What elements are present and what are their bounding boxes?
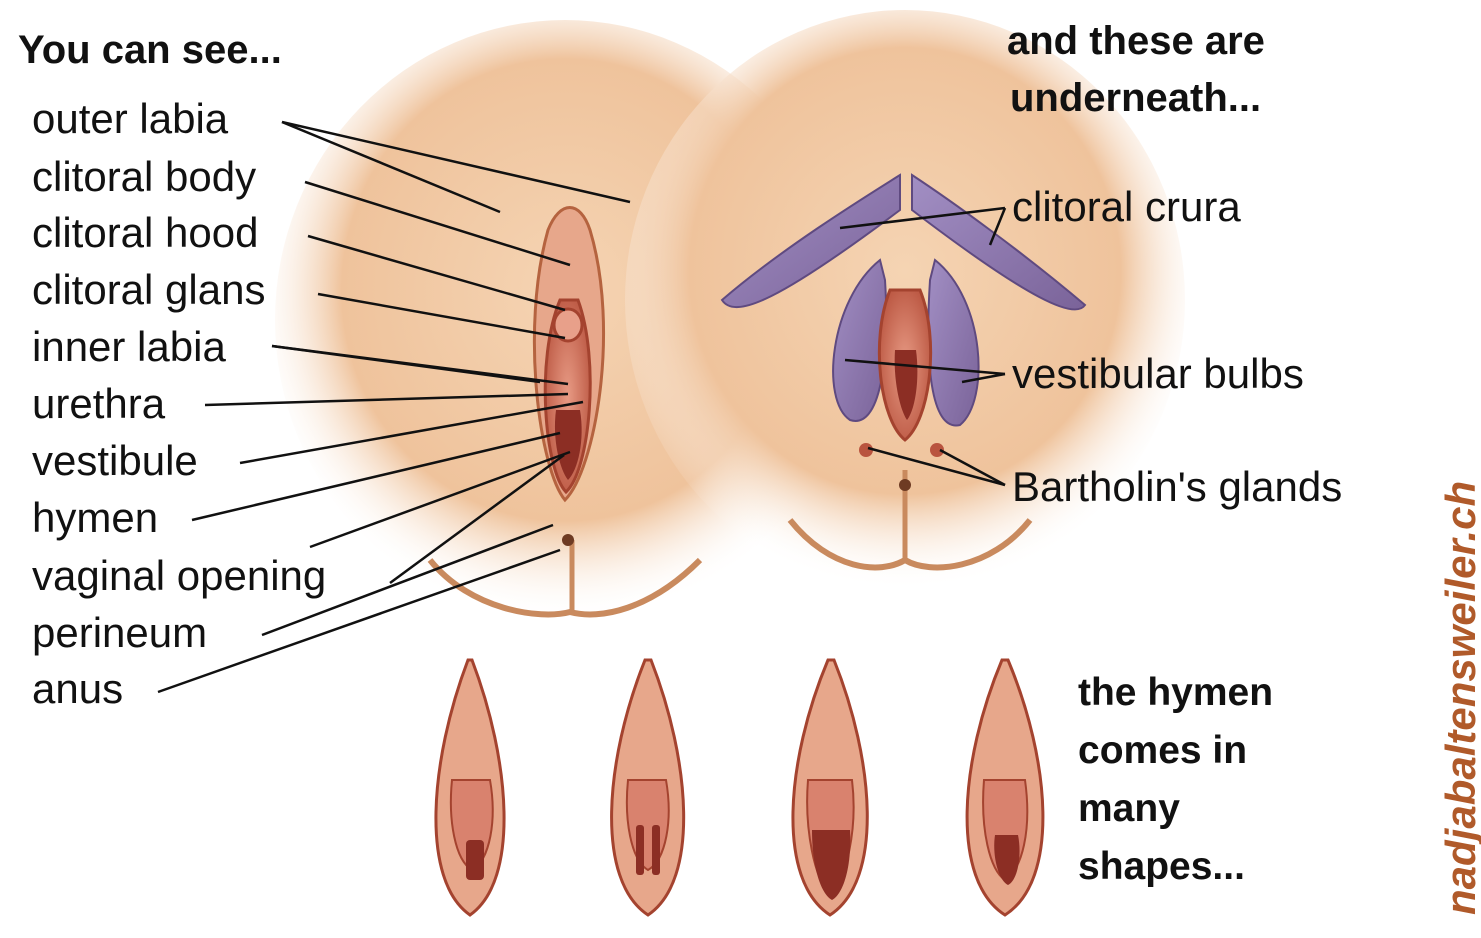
hymen-variant-4 (965, 658, 1045, 917)
leader-perineum (261, 523, 554, 637)
right-heading-line2: underneath... (1010, 76, 1262, 120)
leader-anus (157, 548, 561, 694)
label-clitoral-crura: clitoral crura (1012, 183, 1241, 230)
label-vestibule: vestibule (32, 437, 198, 484)
leader-bartholin-a (867, 446, 1006, 487)
label-vaginal-opening: vaginal opening (32, 552, 327, 599)
left-heading: You can see... (18, 28, 282, 72)
leader-outer-labia-a (281, 120, 501, 214)
variant-2-opening-b (652, 825, 660, 875)
vaginal-opening-shape (554, 410, 582, 480)
hymen-variant-3 (791, 658, 869, 917)
leader-lines-left (157, 120, 631, 694)
anus-mark-right (899, 479, 911, 491)
bottom-note-line3: many (1078, 787, 1180, 830)
hymen-variant-2 (610, 658, 686, 917)
leader-clitoral-glans (317, 292, 566, 340)
right-heading-line1: and these are (1007, 19, 1265, 63)
clitoral-crura-left-shape (720, 173, 901, 308)
leader-vaginal-opening-lower (309, 450, 571, 549)
leader-inner-labia-b (271, 344, 569, 386)
label-urethra: urethra (32, 380, 166, 427)
hymen-variant-1 (434, 658, 506, 917)
leader-lines-right (839, 206, 1007, 487)
bottom-note-line1: the hymen (1078, 671, 1274, 714)
leader-clitoral-hood (307, 234, 566, 312)
clitoral-hood-shape (552, 307, 584, 343)
label-vestibular-bulbs: vestibular bulbs (1012, 350, 1304, 397)
leader-bulbs-a (844, 358, 1006, 376)
label-clitoral-glans: clitoral glans (32, 266, 266, 313)
hymen-variants (434, 658, 1045, 917)
anus-mark-left (562, 534, 574, 546)
bottom-note-line4: shapes... (1078, 845, 1245, 888)
leader-vaginal-opening-upper (389, 453, 565, 585)
leader-clitoral-body (304, 180, 571, 267)
leader-hymen (191, 431, 561, 522)
variant-3-opening (812, 830, 851, 900)
leader-crura-a (839, 206, 1006, 230)
bartholin-gland-left-shape (859, 443, 873, 457)
leader-crura-b (988, 207, 1007, 246)
clitoral-crura-right-shape (911, 173, 1087, 311)
label-bartholins-glands: Bartholin's glands (1012, 463, 1343, 510)
variant-2-opening-a (636, 825, 644, 875)
leader-bulbs-b (961, 372, 1006, 384)
credit-watermark: nadjabaltensweiler.ch (1437, 480, 1481, 915)
buttock-line-right (787, 518, 1033, 571)
opening-right (894, 350, 918, 420)
variant-1-opening (466, 840, 484, 880)
leader-vestibule (239, 400, 584, 465)
bottom-note-line2: comes in (1078, 729, 1248, 772)
bartholin-gland-right-shape (930, 443, 944, 457)
variant-4-opening (994, 835, 1020, 885)
leader-urethra (204, 392, 569, 407)
label-outer-labia: outer labia (32, 95, 229, 142)
label-anus: anus (32, 665, 124, 712)
leader-bartholin-b (939, 448, 1006, 487)
label-hymen: hymen (32, 494, 159, 541)
label-clitoral-hood: clitoral hood (32, 209, 259, 256)
label-clitoral-body: clitoral body (32, 153, 257, 200)
label-inner-labia: inner labia (32, 323, 226, 370)
label-perineum: perineum (32, 609, 208, 656)
leader-outer-labia-b (281, 120, 631, 204)
internal-view (625, 10, 1185, 590)
